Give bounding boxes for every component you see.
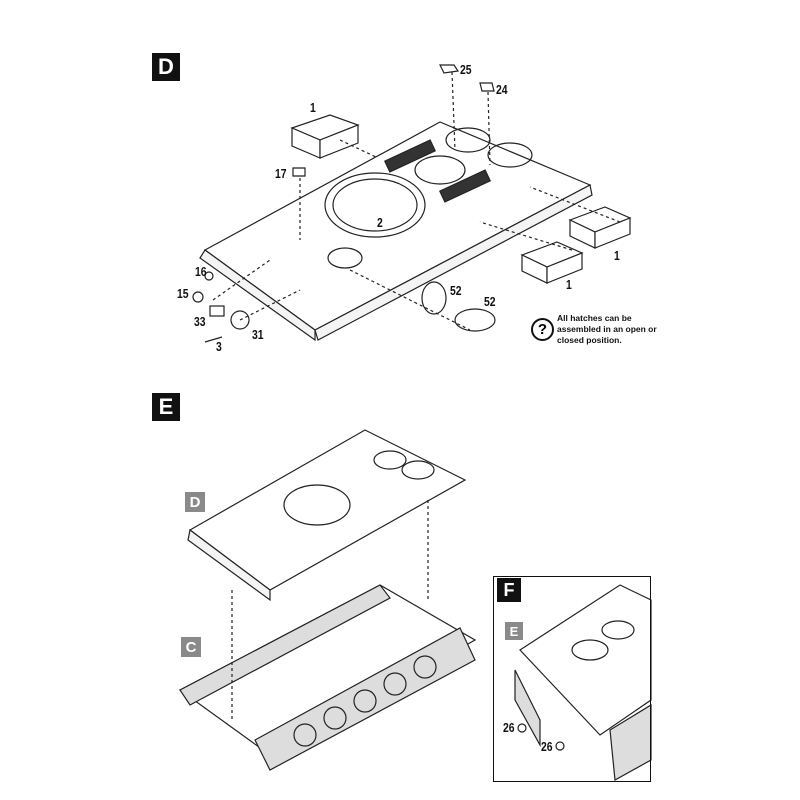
part-label: 3 [216,339,222,354]
part-label: 16 [195,264,207,279]
detail-view-f [514,584,652,781]
assembly-note: All hatches can be assembled in an open … [557,313,657,345]
detail-frame-f [493,576,651,782]
fuel-tank-part-1 [568,206,632,249]
part-24 [479,82,495,92]
part-label: 1 [614,248,620,263]
part-label: 31 [252,327,264,342]
subassembly-d-badge: D [185,492,205,512]
step-f-badge: F [497,578,521,602]
fuel-tank-part-1 [520,241,584,284]
part-label: 24 [496,82,508,97]
part-label: 52 [484,294,496,309]
part-label: 1 [566,277,572,292]
part-25 [439,64,460,74]
part-label: 25 [460,62,472,77]
hatch-part-52 [454,308,496,332]
part-label: 26 [503,720,515,735]
part-label: 2 [377,215,383,230]
subassembly-c-badge: C [181,637,201,657]
part-label: 33 [194,314,206,329]
part-label: 15 [177,286,189,301]
step-e-badge: E [152,393,180,421]
part-label: 17 [275,166,287,181]
step-d-badge: D [152,53,180,81]
part-label: 1 [310,100,316,115]
hull-top-d [199,121,593,342]
assembly-guide-lines [212,71,621,331]
fuel-tank-part-1 [290,114,360,159]
part-17 [292,167,306,177]
hatch-part-52 [421,281,447,315]
subassembly-e-badge: E [505,622,523,640]
part-label: 52 [450,283,462,298]
lower-hull-tracks-c [178,584,477,771]
part-label: 26 [541,739,553,754]
question-circle-icon: ? [531,318,554,341]
hull-top-e [187,429,467,602]
